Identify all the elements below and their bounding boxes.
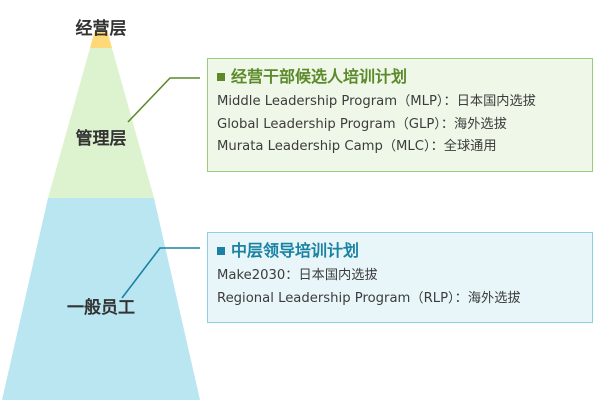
square-bullet-icon	[217, 247, 225, 255]
tier-label-management: 管理层	[75, 129, 127, 149]
pyramid-apex	[90, 30, 112, 48]
pyramid-middle-tier	[48, 48, 154, 198]
connector-line-bottom	[121, 247, 200, 299]
mid-level-program-title-text: 中层领导培训计划	[231, 241, 360, 260]
connector-line-top	[127, 77, 200, 123]
program-line-mlc: Murata Leadership Camp（MLC）：全球通用	[217, 139, 497, 154]
square-bullet-icon	[217, 73, 225, 81]
mid-level-program-box: 中层领导培训计划 Make2030：日本国内选拔 Regional Leader…	[207, 232, 593, 323]
program-line-mlp: Middle Leadership Program（MLP）：日本国内选拔	[217, 94, 536, 109]
tier-label-general-staff: 一般员工	[67, 298, 135, 318]
executive-program-title: 经营干部候选人培训计划	[217, 67, 592, 87]
tier-label-executive: 经营层	[75, 19, 127, 39]
executive-program-box: 经营干部候选人培训计划 Middle Leadership Program（ML…	[207, 58, 593, 172]
program-line-glp: Global Leadership Program（GLP）：海外选拔	[217, 116, 507, 132]
executive-program-title-text: 经营干部候选人培训计划	[231, 67, 408, 86]
mid-level-program-title: 中层领导培训计划	[217, 241, 592, 261]
program-line-rlp: Regional Leadership Program（RLP）：海外选拔	[217, 290, 521, 306]
program-line-make2030: Make2030：日本国内选拔	[217, 268, 378, 283]
pyramid-bottom-tier	[2, 198, 200, 400]
